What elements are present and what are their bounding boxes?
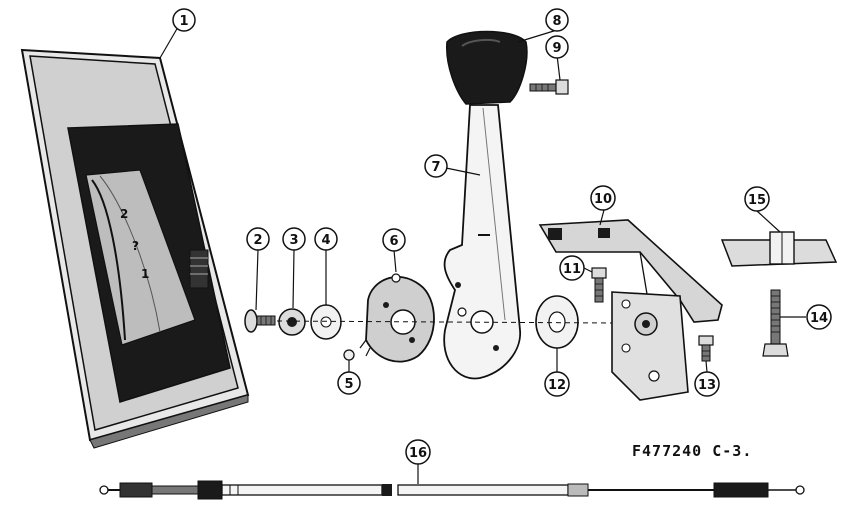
callout-9: 9 [545, 35, 569, 59]
callout-10: 10 [590, 185, 616, 211]
callout-label: 9 [552, 41, 561, 56]
callout-16: 16 [405, 439, 431, 465]
callout-4: 4 [314, 227, 338, 251]
callout-label: 8 [552, 14, 561, 29]
part-12-large-washer [535, 295, 579, 349]
callout-11: 11 [559, 255, 585, 281]
callout-1: 1 [172, 8, 196, 32]
part-1-control-housing: 2 ? 1 [20, 48, 250, 449]
part-3-thick-washer [278, 308, 306, 336]
callout-label: 10 [594, 192, 612, 207]
reference-code: F477240 C-3. [632, 442, 752, 460]
callout-leaders [159, 26, 806, 484]
assembly-center-line [276, 320, 613, 324]
callout-5: 5 [337, 371, 361, 395]
callout-7: 7 [424, 154, 448, 178]
svg-text:2: 2 [120, 207, 128, 221]
part-14-long-bolt [762, 289, 789, 357]
callout-8: 8 [545, 8, 569, 32]
callout-label: 13 [698, 378, 716, 393]
part-5-detent-ball [343, 349, 355, 361]
callout-label: 2 [253, 233, 262, 248]
callout-label: 14 [810, 311, 828, 326]
part-7-shift-lever [443, 104, 521, 380]
part-15-cable-clip [720, 231, 838, 267]
callout-label: 12 [548, 378, 566, 393]
callout-label: 1 [179, 14, 188, 29]
pivot-block-assembly [611, 291, 689, 401]
callout-label: 16 [409, 446, 427, 461]
callout-6: 6 [382, 228, 406, 252]
part-2-screw [244, 309, 276, 333]
part-13-small-screw [698, 335, 714, 362]
callout-label: 5 [344, 377, 353, 392]
part-10-mounting-bracket [538, 219, 723, 323]
callout-13: 13 [694, 371, 720, 397]
svg-text:1: 1 [141, 267, 149, 281]
svg-text:?: ? [132, 239, 139, 253]
callout-label: 7 [431, 160, 440, 175]
callout-12: 12 [544, 371, 570, 397]
callout-label: 15 [748, 193, 766, 208]
part-6-detent-plate [359, 273, 435, 363]
part-4-flat-washer [310, 304, 342, 340]
callout-label: 3 [289, 233, 298, 248]
callout-15: 15 [744, 186, 770, 212]
callout-label: 11 [563, 262, 581, 277]
part-11-screw [591, 267, 607, 303]
callout-3: 3 [282, 227, 306, 251]
part-8-lever-knob [446, 30, 528, 105]
callout-label: 6 [389, 234, 398, 249]
callout-label: 4 [321, 233, 330, 248]
callout-14: 14 [806, 304, 832, 330]
part-9-bolt [529, 79, 569, 95]
callout-2: 2 [246, 227, 270, 251]
part-16-control-cable [99, 480, 805, 500]
